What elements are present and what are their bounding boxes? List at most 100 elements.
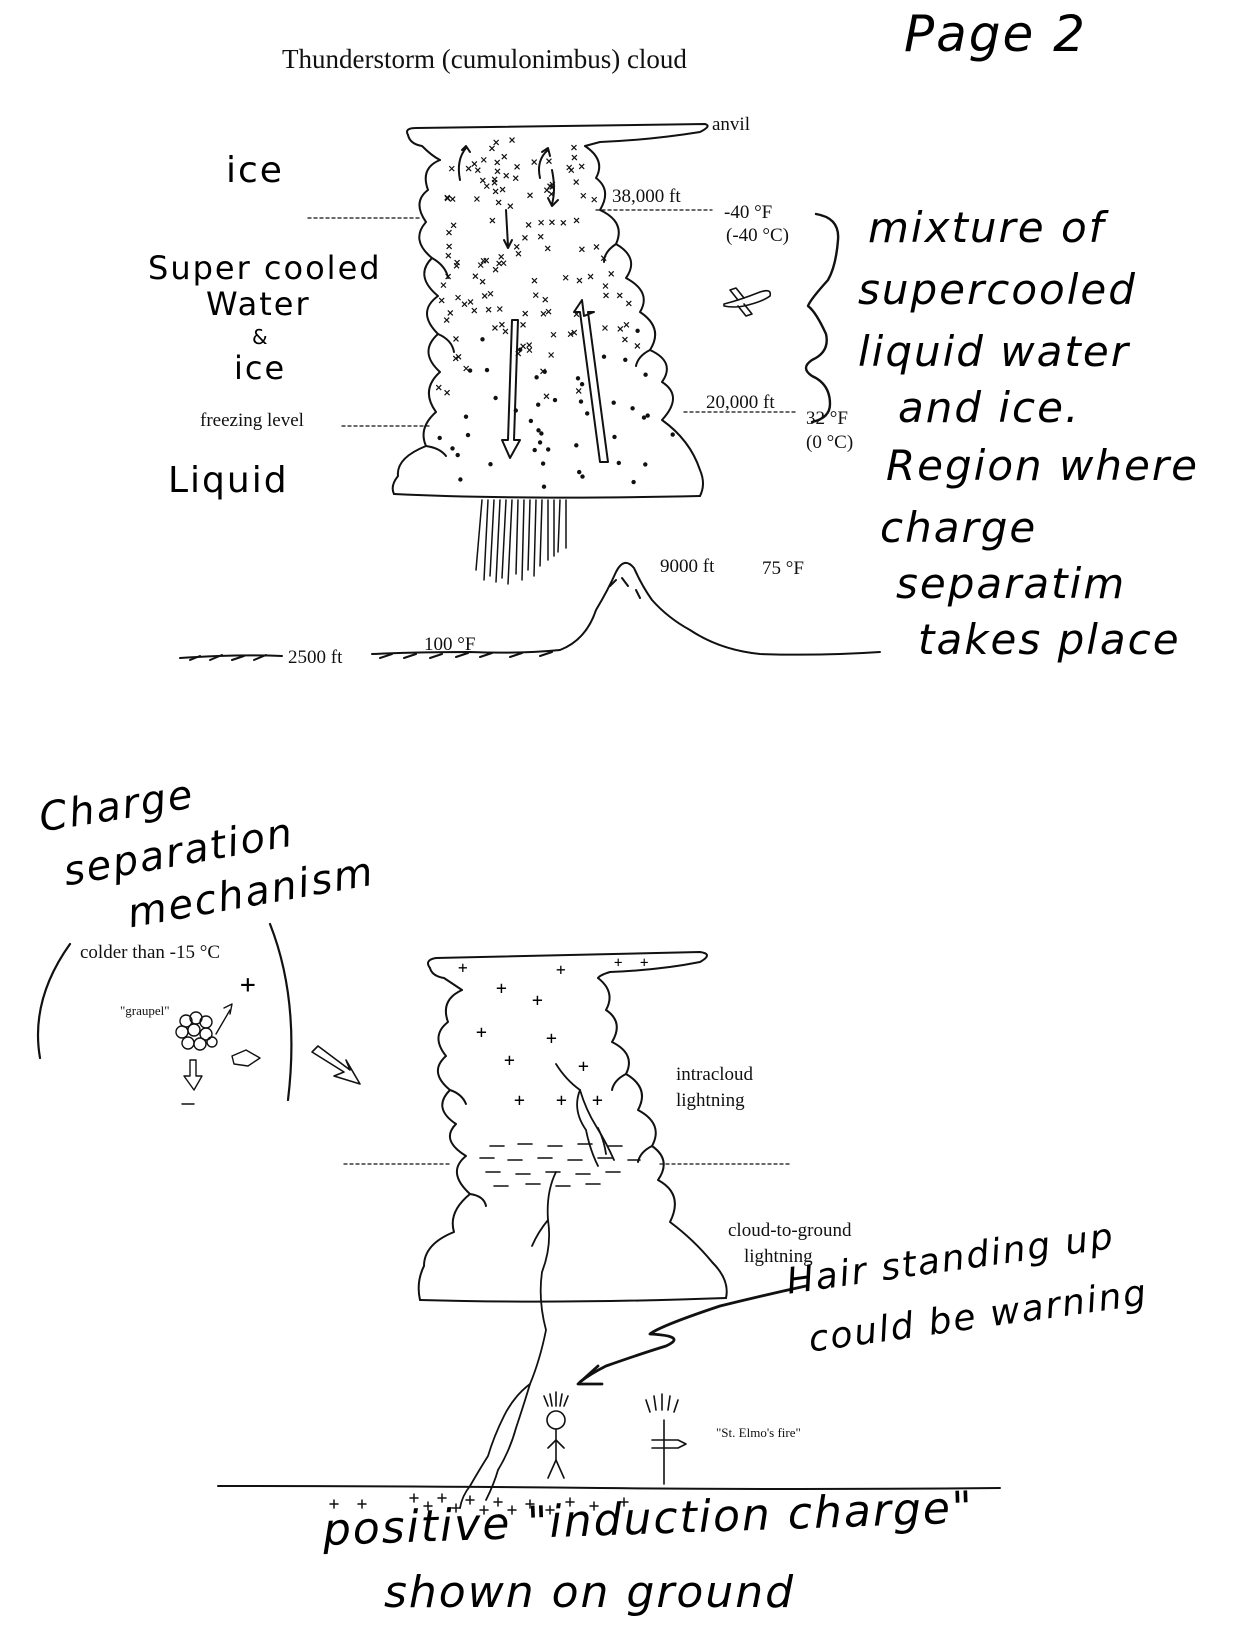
cloud-to-ground-label-1: cloud-to-ground <box>728 1220 852 1241</box>
ice-particle <box>447 309 454 316</box>
ice-particle <box>489 217 496 224</box>
water-droplet <box>616 460 622 466</box>
ice-particle <box>471 307 478 314</box>
plus-charge: + <box>546 1028 557 1049</box>
colder-than-label: colder than -15 °C <box>80 942 221 963</box>
plus-charge: + <box>514 1090 525 1111</box>
bottom-cloud-outline <box>417 951 728 1303</box>
ice-particle <box>571 154 578 161</box>
right-note-line-4: and ice. <box>898 383 1081 432</box>
ice-particle <box>571 144 577 151</box>
lightning-bolts <box>459 1063 615 1509</box>
intracloud-label-1: intracloud <box>676 1064 754 1085</box>
ice-particle <box>452 355 459 362</box>
ice-particle <box>548 191 555 197</box>
water-droplet <box>528 418 534 424</box>
ice-particle <box>522 234 528 241</box>
negative-charge-dashes <box>479 1143 641 1187</box>
ice-particle <box>485 306 492 313</box>
ice-particle <box>617 326 624 332</box>
water-droplet <box>574 443 579 448</box>
ice-particle <box>509 137 515 143</box>
page-label: Page 2 <box>904 5 1087 63</box>
ice-particle <box>602 325 608 331</box>
mechanism-minus-sign: − <box>178 1102 189 1120</box>
ice-particle <box>498 253 505 260</box>
water-droplet <box>552 397 558 403</box>
ice-particle <box>479 278 486 285</box>
altitude-2500-label: 2500 ft <box>288 647 343 668</box>
ice-particle <box>568 167 575 174</box>
water-droplet <box>536 402 541 407</box>
ice-particle <box>471 161 478 167</box>
water-droplet <box>484 367 490 373</box>
plus-charge: + <box>532 990 543 1011</box>
water-droplet <box>463 414 469 419</box>
plus-charge: + <box>592 1090 603 1111</box>
ice-particle <box>591 196 598 203</box>
ice-particle <box>580 192 587 199</box>
ice-particle <box>487 290 494 297</box>
zone-ice-label: ice <box>226 150 284 191</box>
ice-particle <box>573 217 580 224</box>
mountain-ground <box>179 561 881 661</box>
water-droplet <box>631 479 636 485</box>
graupel-label: "graupel" <box>120 1003 170 1018</box>
ice-particle <box>623 321 630 328</box>
ice-particle <box>479 177 486 184</box>
ice-particle <box>576 277 583 284</box>
water-droplet <box>585 411 590 416</box>
ice-particle <box>625 300 632 307</box>
ice-particle <box>435 384 442 391</box>
ice-particle <box>446 243 453 250</box>
ice-particle <box>461 301 468 308</box>
water-droplet <box>534 375 539 380</box>
ground-note-line-2: shown on ground <box>384 1567 796 1618</box>
ice-particle <box>455 353 462 360</box>
water-droplet <box>450 446 455 451</box>
ice-particle <box>515 350 522 357</box>
water-droplet <box>670 432 675 437</box>
ice-particle <box>440 282 447 289</box>
ice-particle <box>450 222 457 229</box>
induction-charge-marks <box>329 1493 629 1515</box>
ice-particle <box>453 336 459 342</box>
ice-particle <box>445 252 452 259</box>
water-droplet <box>630 406 635 411</box>
ice-particle <box>526 342 533 348</box>
ice-particle <box>507 203 514 210</box>
ice-particle <box>477 262 484 269</box>
ice-particle <box>540 310 547 317</box>
ice-particle <box>616 292 623 299</box>
water-droplet <box>488 462 493 467</box>
water-droplet <box>643 462 648 467</box>
right-note-line-5: Region where <box>886 441 1199 490</box>
ice-particle <box>600 255 607 262</box>
plus-charge: + <box>640 955 649 971</box>
ice-particle <box>544 245 551 252</box>
ice-particle <box>547 183 553 190</box>
ice-particle <box>500 260 507 267</box>
ice-particle <box>543 393 550 400</box>
ice-particle <box>531 277 538 284</box>
water-droplet <box>635 328 640 333</box>
ice-particle <box>526 347 533 354</box>
ice-particle <box>491 176 498 183</box>
water-droplet <box>601 354 607 359</box>
ice-particle <box>492 188 499 195</box>
water-droplet <box>540 461 546 466</box>
water-droplet <box>611 400 616 405</box>
water-droplet <box>467 368 473 373</box>
ice-particle <box>549 219 555 226</box>
water-droplet <box>645 413 650 418</box>
right-note-line-7: separatim <box>896 559 1127 608</box>
water-droplet <box>641 415 647 420</box>
ice-particle <box>522 310 529 317</box>
right-note-line-6: charge <box>880 503 1038 552</box>
graupel-sketch <box>175 1003 261 1105</box>
hair-warning-arrow <box>576 1284 808 1386</box>
ice-particle <box>503 172 510 179</box>
top-cloud-outline <box>391 123 709 499</box>
ice-particle <box>438 297 445 304</box>
plus-charge: + <box>556 1090 567 1111</box>
